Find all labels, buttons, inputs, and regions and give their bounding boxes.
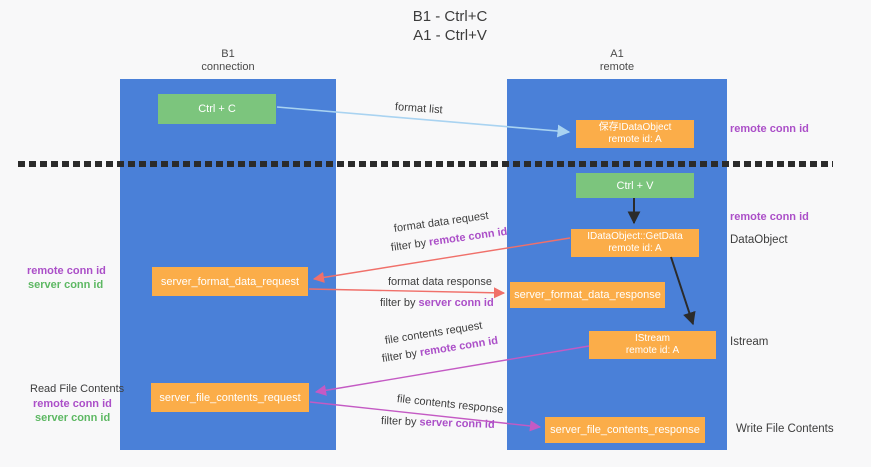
server-format-data-request-box: server_format_data_request	[152, 267, 308, 296]
right-column-name: A1	[610, 48, 624, 60]
left-remote-conn-id-label-bottom: remote conn id	[33, 398, 112, 410]
filter-by-text: filter by	[381, 347, 421, 365]
format-list-annotation: format list	[394, 101, 443, 117]
ctrl-c-label: Ctrl + C	[198, 103, 236, 115]
server-file-contents-request-label: server_file_contents_request	[159, 391, 301, 404]
file-contents-response-annotation: file contents response	[396, 393, 505, 417]
ctrl-v-label: Ctrl + V	[616, 179, 654, 192]
right-column-header: A1 remote	[507, 48, 727, 74]
left-remote-conn-id-label-top: remote conn id	[27, 265, 106, 277]
server-format-data-response-label: server_format_data_response	[514, 289, 661, 301]
copy-paste-separator-dashed-line	[18, 161, 833, 167]
server-format-data-response-box: server_format_data_response	[510, 282, 665, 308]
dataobject-label: DataObject	[730, 234, 788, 246]
server-file-contents-response-label: server_file_contents_response	[550, 424, 700, 436]
ctrl-c-box: Ctrl + C	[158, 94, 276, 124]
left-column-subtitle: connection	[201, 61, 255, 73]
server-conn-id-text: server conn id	[419, 416, 495, 431]
right-remote-conn-id-label-mid: remote conn id	[730, 211, 809, 223]
format-data-response-annotation: format data response	[388, 276, 492, 288]
filter-by-server-conn-id-annotation-file: filter by server conn id	[381, 415, 495, 431]
filter-by-text: filter by	[380, 297, 419, 309]
title-line-2: A1 - Ctrl+V	[413, 27, 487, 44]
title-line-1: B1 - Ctrl+C	[412, 8, 488, 25]
diagram-title: B1 - Ctrl+C A1 - Ctrl+V	[355, 7, 545, 45]
save-idataobject-box: 保存IDataObject remote id: A	[576, 120, 694, 148]
server-file-contents-response-box: server_file_contents_response	[545, 417, 705, 443]
format-data-response-arrow	[308, 287, 506, 299]
server-format-data-request-label: server_format_data_request	[160, 275, 300, 288]
left-column-name: B1	[221, 48, 235, 60]
filter-by-text: filter by	[390, 236, 430, 254]
filter-by-server-conn-id-annotation-format: filter by server conn id	[380, 297, 494, 309]
istream-line1: IStream	[634, 333, 670, 344]
left-column-header: B1 connection	[120, 48, 336, 74]
right-remote-conn-id-label-top: remote conn id	[730, 123, 809, 135]
getdata-line2: remote id: A	[608, 243, 662, 254]
read-file-contents-label: Read File Contents	[30, 383, 125, 395]
write-file-contents-label: Write File Contents	[736, 423, 834, 435]
ctrl-v-box: Ctrl + V	[576, 173, 694, 198]
idataobject-getdata-box: IDataObject::GetData remote id: A	[571, 229, 699, 257]
right-column-subtitle: remote	[599, 61, 635, 73]
istream-line2: remote id: A	[625, 345, 680, 356]
left-server-conn-id-label-bottom: server conn id	[35, 412, 111, 424]
filter-by-text: filter by	[380, 415, 420, 429]
save-idataobject-line1: 保存IDataObject	[598, 122, 672, 133]
istream-box: IStream remote id: A	[589, 331, 716, 359]
server-conn-id-text: server conn id	[418, 297, 494, 309]
remote-conn-id-text: remote conn id	[428, 225, 509, 249]
istream-side-label: Istream	[730, 336, 769, 348]
save-idataobject-line2: remote id: A	[608, 134, 662, 145]
left-server-conn-id-label-top: server conn id	[28, 279, 104, 291]
getdata-line1: IDataObject::GetData	[587, 231, 683, 242]
server-file-contents-request-box: server_file_contents_request	[151, 383, 309, 412]
